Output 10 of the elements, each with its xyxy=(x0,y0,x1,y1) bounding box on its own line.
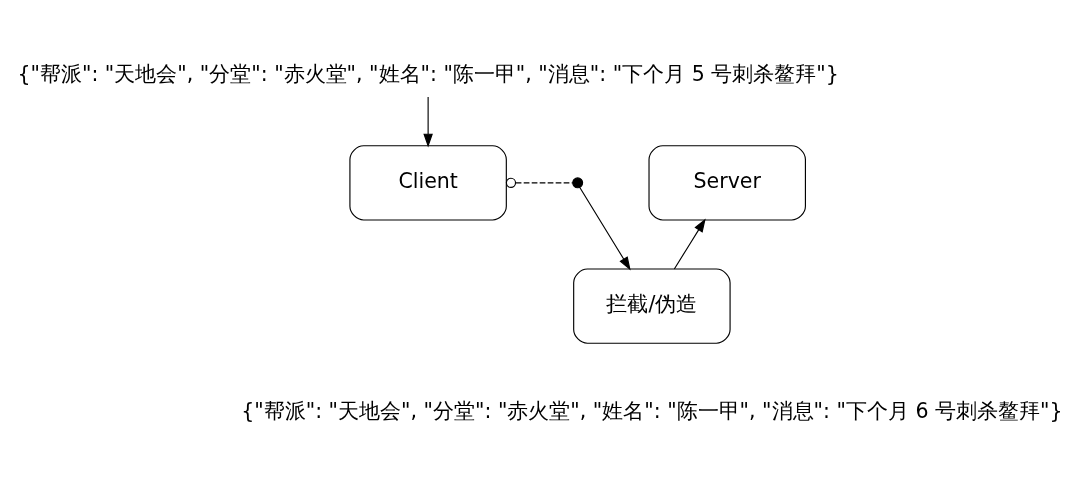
node-box: 拦截/伪造 xyxy=(573,268,731,344)
arrow xyxy=(673,218,706,270)
arrow xyxy=(579,186,631,271)
connector xyxy=(505,177,574,188)
node-text: {"帮派": "天地会", "分堂": "赤火堂", "姓名": "陈一甲", "消息": "下个月 5 号刺杀鳌拜"} xyxy=(17,62,839,87)
node-box: Client xyxy=(349,145,507,221)
node-box: Server xyxy=(648,145,806,221)
node-circle xyxy=(572,177,584,189)
label: {"帮派": "天地会", "分堂": "赤火堂", "姓名": "陈一甲", "消息": "下个月 6 号刺杀鳌拜"} xyxy=(241,398,1063,423)
arrow xyxy=(423,96,433,148)
